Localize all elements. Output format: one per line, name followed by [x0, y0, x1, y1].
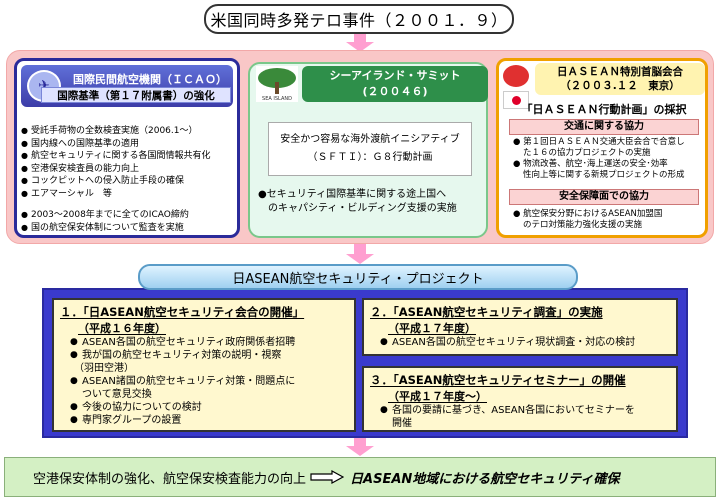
icao-note-line1: 2003〜2008年までに全てのICAO締約: [21, 209, 189, 222]
icao-subtitle: 国際基準（第１７附属書）の強化: [41, 87, 231, 103]
list-item: 性向上等に関する新規プロジェクトの形成: [523, 170, 685, 180]
section-3-list-cont: 開催: [392, 418, 412, 429]
section-3: ３．「ASEAN航空セキュリティセミナー」の開催 （平成１７年度〜） 各国の要請…: [362, 366, 678, 432]
icao-header: ✈ 国際民間航空機関（ＩＣＡＯ） 国際基準（第１７附属書）の強化: [21, 65, 233, 107]
section-1-year: （平成１６年度）: [78, 322, 166, 335]
icao-list: 受託手荷物の全数検査実施（2006.1〜） 国内線への国際基準の適用 航空セキュ…: [21, 125, 210, 200]
transport-list: ● 第１回日ＡＳＥＡＮ交通大臣会合で合意し た１６の協力プロジェクトの実施 ● …: [513, 137, 685, 181]
icao-note: 2003〜2008年までに全てのICAO締約 国の航空保安体制について監査を実施: [21, 209, 189, 234]
section-1-list: ASEAN各国の航空セキュリティ政府関係者招聘 我が国の航空セキュリティ対策の説…: [60, 336, 354, 362]
sea-island-date: (２００４６): [362, 85, 428, 98]
list-item: 空港保安検査員の能力向上: [21, 163, 210, 176]
right-arrow-icon: [310, 469, 345, 485]
section-1-list2: ASEAN諸国の航空セキュリティ対策・問題点に: [60, 375, 354, 388]
footer-goal: 日ASEAN地域における航空セキュリティ確保: [350, 471, 620, 487]
list-item: ● 航空保安分野におけるASEAN加盟国: [513, 209, 663, 219]
asean-summit-header: 日ＡＳＥＡＮ特別首脳会合 （２００３.１２ 東京）: [535, 63, 705, 95]
japan-flag-icon: [503, 91, 529, 109]
section-1: １．「日ASEAN航空セキュリティ会合の開催」 （平成１６年度） ASEAN各国…: [52, 298, 356, 432]
asean-summit-title: 日ＡＳＥＡＮ特別首脳会合: [557, 66, 683, 78]
sea-island-title: シーアイランド・サミット: [329, 69, 461, 82]
list-item: 我が国の航空セキュリティ対策の説明・視察: [70, 349, 354, 362]
asean-summit-card: 日ＡＳＥＡＮ特別首脳会合 （２００３.１２ 東京） 「日ＡＳＥＡＮ行動計画」の採…: [496, 58, 708, 238]
list-item: た１６の協力プロジェクトの実施: [523, 148, 651, 158]
list-item: ASEAN各国の航空セキュリティ現状調査・対応の検討: [380, 336, 676, 349]
down-arrow-1-head: [346, 42, 374, 52]
sea-note-line2: のキャパシティ・ビルディング支援の実施: [268, 203, 457, 214]
section-3-title: ３．「ASEAN航空セキュリティセミナー」の開催: [370, 373, 626, 387]
list-item: 受託手荷物の全数検査実施（2006.1〜）: [21, 125, 210, 138]
list-item: 専門家グループの設置: [70, 414, 354, 427]
section-2: ２．「ASEAN航空セキュリティ調査」の実施 （平成１７年度） ASEAN各国の…: [362, 298, 678, 356]
list-item: エアマーシャル 等: [21, 188, 210, 201]
section-1-list2-cont: ついて意見交換: [82, 389, 152, 400]
section-1-subnote: （羽田空港）: [74, 363, 134, 374]
list-item: ASEAN諸国の航空セキュリティ対策・問題点に: [70, 375, 354, 388]
sea-island-card: SEA ISLAND シーアイランド・サミット (２００４６) 安全かつ容易な海…: [248, 62, 488, 238]
sea-island-tree-icon: SEA ISLAND: [256, 66, 298, 102]
list-item: 今後の協力についての検討: [70, 401, 354, 414]
security-title: 安全保障面での協力: [509, 189, 699, 205]
down-arrow-1: [354, 34, 366, 42]
list-item: 航空セキュリティに関する各国間情報共有化: [21, 150, 210, 163]
icao-card: ✈ 国際民間航空機関（ＩＣＡＯ） 国際基準（第１７附属書）の強化 受託手荷物の全…: [14, 58, 240, 238]
sea-box-line1: 安全かつ容易な海外渡航イニシアティブ: [280, 134, 460, 145]
down-arrow-2: [354, 244, 366, 254]
sea-island-logo-text: SEA ISLAND: [262, 96, 292, 102]
project-title: 日ASEAN航空セキュリティ・プロジェクト: [138, 264, 578, 290]
list-item: ● 第１回日ＡＳＥＡＮ交通大臣会合で合意し: [513, 137, 685, 147]
down-arrow-3-head: [346, 446, 374, 456]
list-item: 各国の要請に基づき、ASEAN各国においてセミナーを: [380, 404, 676, 417]
sea-island-note: ●セキュリティ国際基準に関する途上国へ のキャパシティ・ビルディング支援の実施: [258, 188, 457, 216]
page-title: 米国同時多発テロ事件（２００１．９）: [204, 4, 514, 34]
section-2-title: ２．「ASEAN航空セキュリティ調査」の実施: [370, 305, 603, 319]
down-arrow-2-head: [346, 254, 374, 264]
asean-logo-icon: [503, 65, 529, 87]
security-list: ● 航空保安分野におけるASEAN加盟国 のテロ対策能力強化支援の実施: [513, 209, 662, 231]
transport-title: 交通に関する協力: [509, 119, 699, 135]
section-3-list: 各国の要請に基づき、ASEAN各国においてセミナーを: [370, 404, 676, 417]
sea-note-line1: ●セキュリティ国際基準に関する途上国へ: [258, 189, 447, 200]
asean-plan: 「日ＡＳＥＡＮ行動計画」の採択: [521, 103, 687, 116]
section-2-list: ASEAN各国の航空セキュリティ現状調査・対応の検討: [370, 336, 676, 349]
list-item: ● 物流改善、航空･海上運送の安全･効率: [513, 159, 668, 169]
list-item: コックピットへの侵入防止手段の確保: [21, 175, 210, 188]
icao-title: 国際民間航空機関（ＩＣＡＯ）: [73, 73, 227, 86]
section-3-year: （平成１７年度〜）: [388, 390, 487, 403]
list-item: ASEAN各国の航空セキュリティ政府関係者招聘: [70, 336, 354, 349]
list-item: 国内線への国際基準の適用: [21, 138, 210, 151]
list-item: のテロ対策能力強化支援の実施: [523, 220, 643, 230]
section-1-title: １．「日ASEAN航空セキュリティ会合の開催」: [60, 305, 305, 319]
sea-island-header: シーアイランド・サミット (２００４６): [302, 66, 488, 102]
sea-island-box: 安全かつ容易な海外渡航イニシアティブ （ＳＦＴＩ）：Ｇ８行動計画: [268, 122, 472, 176]
down-arrow-3: [354, 438, 366, 446]
icao-note-line2: 国の航空保安体制について監査を実施: [21, 222, 189, 235]
section-2-year: （平成１７年度）: [388, 322, 476, 335]
section-1-list3: 今後の協力についての検討 専門家グループの設置: [60, 401, 354, 427]
footer-bar: 空港保安体制の強化、航空保安検査能力の向上 日ASEAN地域における航空セキュリ…: [4, 457, 716, 497]
sea-box-line2: （ＳＦＴＩ）：Ｇ８行動計画: [307, 152, 433, 163]
footer-text: 空港保安体制の強化、航空保安検査能力の向上: [33, 471, 307, 487]
asean-summit-date: （２００３.１２ 東京）: [560, 80, 680, 92]
